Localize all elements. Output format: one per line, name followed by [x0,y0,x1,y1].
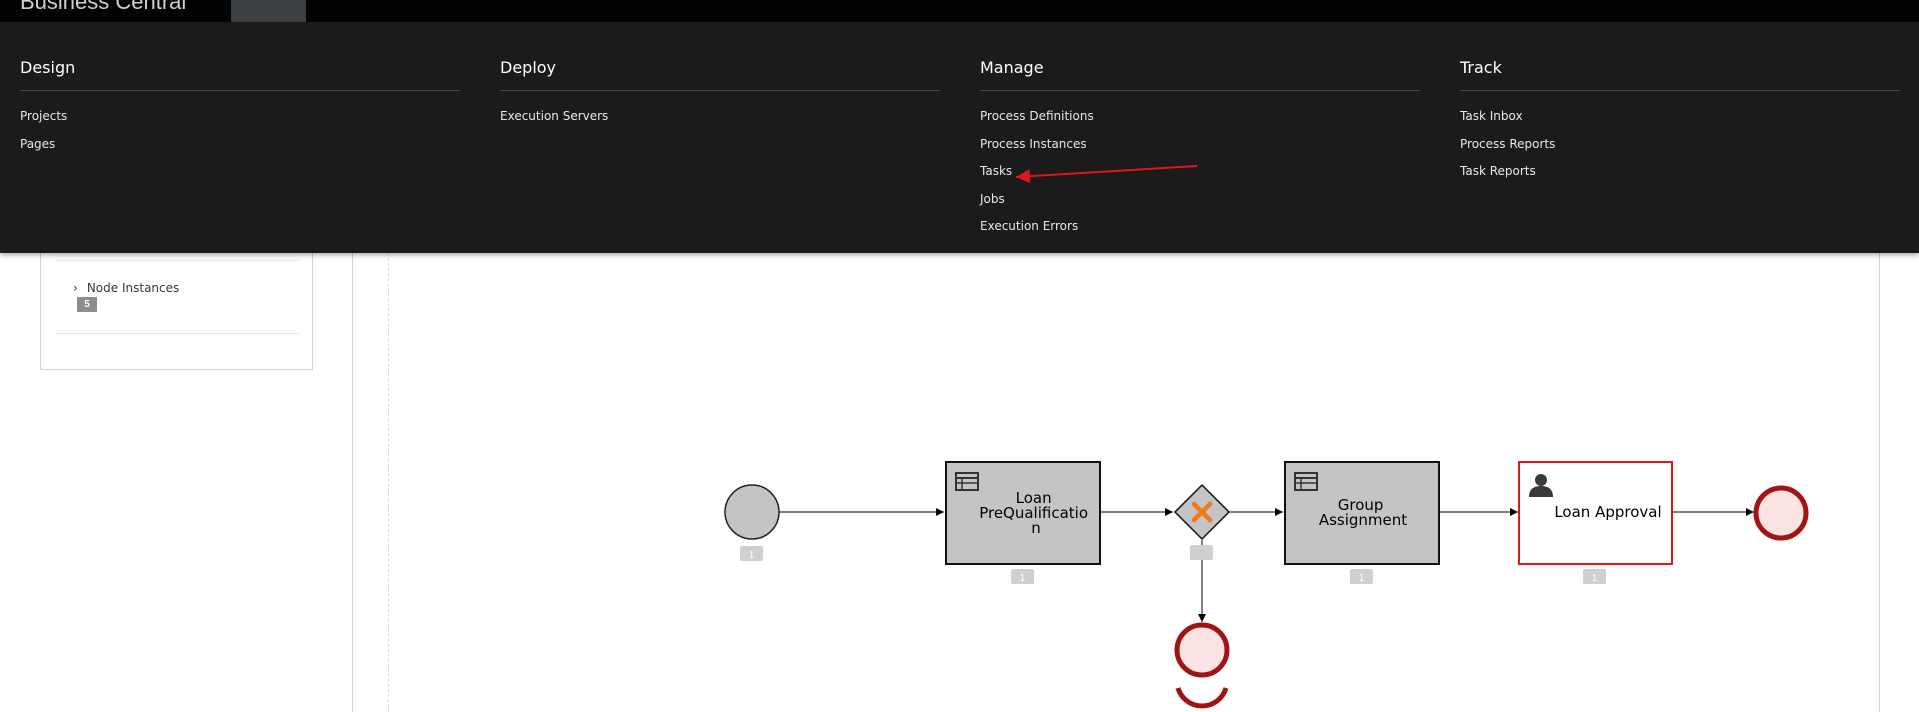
user-icon [1529,474,1553,497]
menu-item-execution-errors[interactable]: Execution Errors [980,219,1079,233]
task-label: Loan Approval [1554,503,1661,521]
end-event [1753,485,1809,541]
menu-item-process-definitions[interactable]: Process Definitions [980,109,1094,123]
table-icon [1294,472,1318,491]
menu-column-title: Track [1460,58,1900,91]
end-event-partial [1175,687,1229,709]
task-count-badge [1350,569,1373,584]
menu-item-task-inbox[interactable]: Task Inbox [1460,109,1523,123]
menu-item-projects[interactable]: Projects [20,109,68,123]
menu-column-title: Design [20,58,460,91]
task-count: 1 [1020,573,1026,584]
menu-item-pages[interactable]: Pages [20,136,56,151]
menu-column-items: Projects Pages [20,109,67,164]
node-instances-count-badge: 5 [77,297,97,312]
task-label: Loan PreQualificatio n [979,489,1093,537]
menu-item-jobs[interactable]: Jobs [980,191,1005,206]
gateway-x-icon [1191,501,1213,523]
chevron-right-icon: › [73,281,78,295]
start-event-count-badge [740,546,763,561]
end-event [1174,622,1230,678]
task-count: 1 [1592,573,1598,584]
menu-item-process-reports[interactable]: Process Reports [1460,136,1556,151]
app-brand[interactable]: Business Central [20,0,187,14]
main-panel-border [352,253,353,712]
menu-item-tasks[interactable]: Tasks [980,164,1013,178]
divider [56,333,299,334]
menu-column-items: Task Inbox Process Reports Task Reports [1460,109,1555,192]
node-instances-label: Node Instances [86,281,180,295]
table-icon [955,472,979,491]
top-navbar: Business Central [0,0,1919,22]
menu-column-title: Manage [980,58,1420,91]
task-count: 1 [1359,573,1365,584]
node-instances-toggle[interactable]: › Node Instances [73,281,179,295]
gateway-count-badge [1190,545,1213,560]
process-details-panel: › Node Instances 5 [40,230,313,370]
task-count-badge [1011,569,1034,584]
menu-tab-active[interactable] [231,0,306,22]
start-event [724,484,780,540]
mega-menu: Design Projects Pages Deploy Execution S… [0,22,1919,253]
main-panel-border [1879,253,1880,712]
start-event-count: 1 [749,550,755,561]
menu-item-process-instances[interactable]: Process Instances [980,136,1087,151]
task-label: Group Assignment [1319,496,1407,529]
menu-column-items: Execution Servers [500,109,608,137]
canvas-boundary [388,253,389,712]
task-count-badge [1583,569,1606,584]
menu-column-items: Process Definitions Process Instances Ta… [980,109,1094,247]
menu-item-task-reports[interactable]: Task Reports [1460,164,1536,178]
annotation-arrow [1015,165,1198,184]
menu-item-execution-servers[interactable]: Execution Servers [500,109,609,123]
menu-column-title: Deploy [500,58,940,91]
divider [56,260,299,261]
